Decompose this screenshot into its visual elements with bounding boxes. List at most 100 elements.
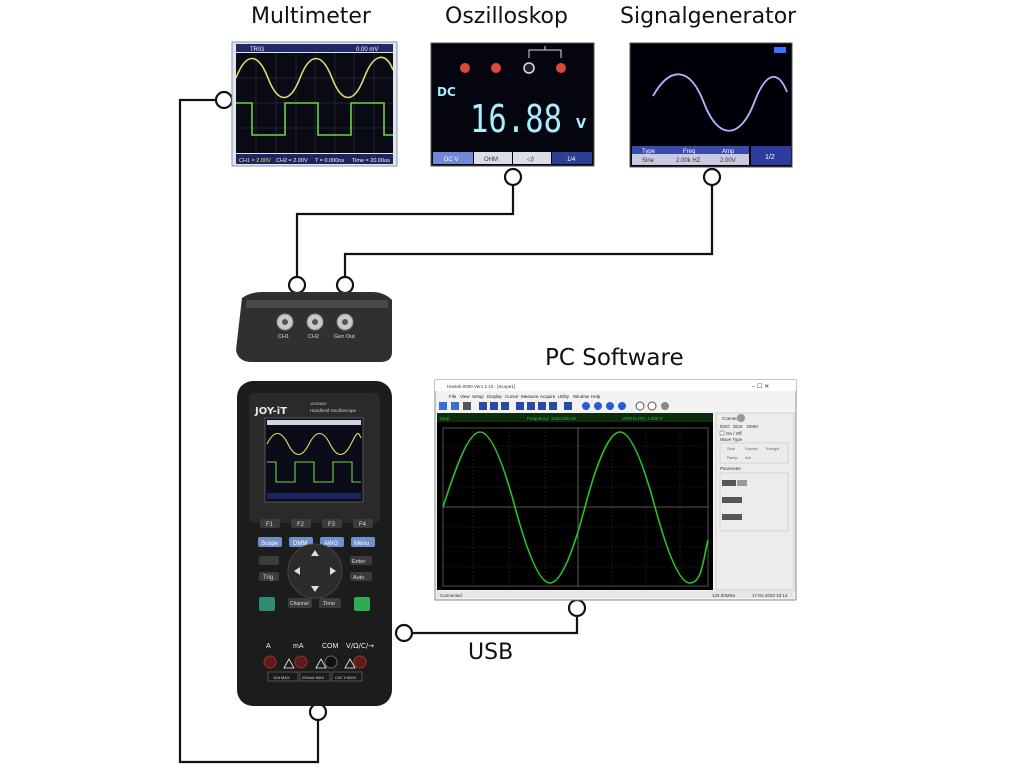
pc-status-sample: 125.00MSa — [712, 593, 736, 598]
cable-usb — [404, 608, 579, 635]
pc-menu-measure: Measure — [521, 394, 539, 399]
pc-wave-triangle: Triangle — [765, 446, 780, 451]
dmm-tab-ohm: OHM — [484, 157, 498, 163]
connector-ch1 — [287, 275, 307, 295]
pc-tab-dds: DDS — [733, 424, 743, 429]
fkey-f3: F3 — [328, 522, 336, 528]
pc-wave-arb: Arb — [745, 455, 752, 460]
gen-value-freq: 2.00k HZ — [676, 158, 701, 164]
pc-wave-sine: Sine — [727, 446, 736, 451]
connector-multimeter — [214, 90, 234, 110]
pc-status-time: 17-01-2020 10:14 — [752, 593, 788, 598]
mode-key-dmm: DMM — [293, 541, 307, 547]
scope-t-readout: T = 0.000ns — [315, 158, 344, 164]
fkey-f1: F1 — [266, 522, 274, 528]
pc-onoff: On / Off — [726, 431, 742, 436]
generator-screen: Type Freq Amp Sine 2.00k HZ 2.00V 1/2 — [629, 42, 793, 168]
pc-wave-type: Wave Type — [720, 437, 743, 442]
gen-header-type: Type — [642, 149, 656, 155]
pc-wave-ramp: Ramp — [727, 455, 738, 460]
connector-oscilloscope — [503, 167, 523, 187]
signalgenerator-label: Signalgenerator — [620, 4, 797, 29]
mode-key-scope: Scope — [261, 541, 279, 547]
pc-menu-help: Help — [591, 394, 601, 399]
pc-menu-acquire: Acquire — [540, 394, 556, 399]
cable-multimeter-device — [178, 98, 320, 764]
pc-tab-dmm: DMM — [747, 424, 758, 429]
pc-window-controls: – ☐ ✕ — [752, 383, 769, 390]
pc-window-title: Hantek-2000 Ver1.1.10 - [Scope1] — [447, 384, 515, 389]
jack-label-com: COM — [322, 643, 339, 650]
pc-menu-view: View — [460, 394, 470, 399]
pc-menu-setup: Setup — [472, 394, 484, 399]
device-subtitle: Handheld Oscilloscope — [310, 408, 357, 413]
pc-parameter: Parameter — [720, 466, 742, 471]
scope-ch2-readout: CH2 = 2.00V — [276, 158, 308, 164]
jack-note-200ma: 200mA MAX — [302, 675, 325, 680]
scope-sine-trace — [235, 56, 394, 99]
bnc-label-ch2: CH2 — [308, 334, 319, 340]
connector-circles — [214, 90, 722, 722]
pc-menubar: File View Setup Display Cursor Measure A… — [449, 394, 601, 399]
dmm-screen: DC 16.88 V DC V OHM ◁) 1/4 — [430, 42, 595, 167]
multimeter-screen: TRIG 0.00 mV CH1 = 2.00V CH2 = 2.00V T =… — [231, 41, 398, 167]
cable-oscilloscope-ch1 — [295, 177, 515, 285]
time-key: Time — [323, 601, 335, 607]
jack-label-a: A — [266, 643, 271, 650]
bnc-port-ch1 — [276, 313, 294, 331]
jack-label-vohm: V/Ω/C/→ — [346, 642, 374, 650]
device-model: JDS6600 — [310, 401, 327, 406]
trig-key: Trig — [263, 575, 273, 581]
scope-volt-readout: 0.00 mV — [356, 47, 378, 53]
mode-key-row: Scope DMM AWG Menu — [258, 537, 375, 547]
scope-ch1-readout: CH1 = 2.00V — [239, 158, 271, 164]
dmm-value: 16.88 — [470, 97, 562, 141]
connector-device-usb — [394, 623, 414, 643]
pc-menu-display: Display — [487, 394, 503, 399]
oscilloscope-label: Oszilloskop — [445, 4, 568, 29]
dmm-unit: V — [576, 117, 586, 132]
pc-status-stop: Stop — [440, 416, 450, 421]
pc-sine-trace — [442, 431, 709, 584]
gen-page: 1/2 — [765, 154, 775, 161]
bnc-label-genout: Gen Out — [334, 334, 355, 340]
mode-key-menu: Menu — [354, 541, 369, 547]
jack-note-10a: 10A MAX — [273, 675, 290, 680]
pc-software-label: PC Software — [545, 345, 684, 371]
gen-value-type: Sine — [642, 158, 655, 164]
usb-label: USB — [468, 640, 514, 665]
gen-header-freq: Freq — [683, 149, 695, 155]
connector-device-bottom — [308, 702, 328, 722]
pc-vpp: V(Pk to Pk): 4.000 V — [622, 416, 663, 421]
dmm-tab-dcv: DC V — [444, 157, 458, 163]
pc-grid — [443, 428, 708, 586]
connector-pc — [567, 598, 587, 618]
cables — [178, 98, 714, 764]
bnc-port-ch2 — [306, 313, 324, 331]
pc-menu-window: Window — [573, 394, 590, 399]
channel-key: Channel — [290, 601, 309, 607]
handheld-device: JOY-iT JDS6600 Handheld Oscilloscope F1 … — [237, 381, 392, 706]
jack-note-cat: CAT II 600V — [335, 675, 357, 680]
pc-tab-dso: DSO — [720, 424, 730, 429]
gen-value-amp: 2.00V — [720, 158, 736, 164]
pc-menu-cursor: Cursor — [505, 394, 519, 399]
scope-square-trace — [236, 102, 393, 136]
pc-frequency: Frequency: 1000.000 Hz — [527, 416, 577, 421]
device-brand: JOY-iT — [254, 406, 287, 417]
dmm-tab-sound: ◁) — [527, 156, 534, 163]
fkey-row: F1 F2 F3 F4 — [260, 519, 373, 528]
dmm-mode: DC — [437, 85, 456, 99]
pc-software-window: Hantek-2000 Ver1.1.10 - [Scope1] – ☐ ✕ F… — [434, 379, 797, 601]
multimeter-label: Multimeter — [251, 4, 371, 29]
bnc-port-genout — [336, 313, 354, 331]
mode-key-awg: AWG — [324, 541, 338, 547]
cable-generator-genout — [343, 177, 714, 285]
pc-wave-square: Square — [745, 446, 759, 451]
scope-time-readout: Time = 20.00us — [352, 158, 390, 164]
fkey-f4: F4 — [359, 522, 367, 528]
connector-genout — [335, 275, 355, 295]
auto-key: Auto — [353, 575, 364, 581]
dpad — [287, 543, 343, 599]
